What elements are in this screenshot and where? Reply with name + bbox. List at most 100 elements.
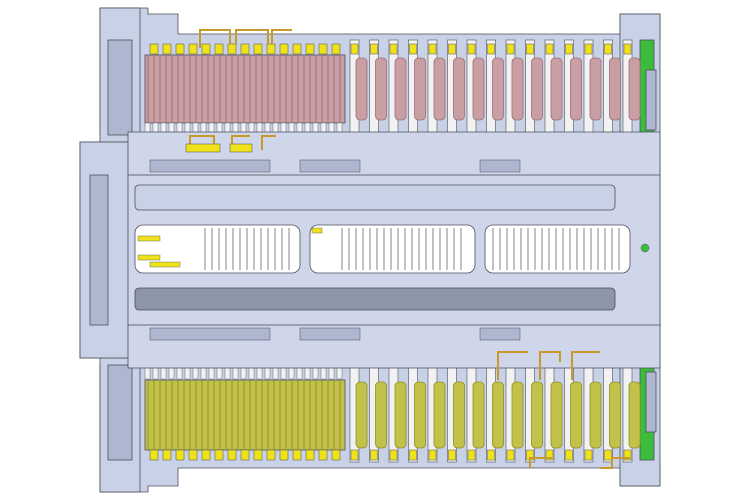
right-bearing-bottom: [645, 371, 657, 433]
spacer-yellow: [487, 449, 495, 461]
coil-segment: [433, 57, 446, 121]
spacer-yellow: [292, 449, 302, 461]
spacer-yellow: [448, 449, 456, 461]
spacer-yellow: [467, 43, 476, 55]
shaft-window: [309, 224, 476, 274]
spacer-yellow: [227, 43, 237, 55]
coil-segment: [472, 57, 485, 121]
coil-segment: [550, 57, 563, 121]
spacer-yellow: [565, 43, 573, 55]
wire-clip: [311, 227, 323, 234]
coil-segment: [375, 57, 387, 121]
spacer-yellow: [428, 43, 437, 55]
lead-wire: [199, 29, 292, 48]
spacer-yellow: [370, 449, 378, 461]
coil-segment: [414, 57, 426, 121]
lower-stator-section: [144, 364, 641, 463]
terminal-block: [185, 143, 221, 153]
spacer-yellow: [305, 43, 315, 55]
spacer-yellow: [467, 449, 476, 461]
spacer-yellow: [331, 43, 341, 55]
spacer-yellow: [389, 449, 398, 461]
spacer-yellow: [506, 43, 515, 55]
lead-wire: [497, 351, 600, 380]
spacer-yellow: [253, 43, 263, 55]
spacer-yellow: [227, 449, 237, 461]
spacer-yellow: [279, 449, 289, 461]
spacer-yellow: [292, 43, 302, 55]
spacer-yellow: [370, 43, 378, 55]
spacer-yellow: [409, 43, 417, 55]
shaft-collar: [149, 159, 271, 173]
spacer-yellow: [162, 449, 172, 461]
spacer-yellow: [565, 449, 573, 461]
spacer-yellow: [526, 43, 534, 55]
spacer-yellow: [623, 43, 632, 55]
spacer-yellow: [584, 449, 593, 461]
spacer-yellow: [305, 449, 315, 461]
shaft-collar: [479, 159, 521, 173]
spacer-yellow: [162, 43, 172, 55]
spacer-yellow: [240, 43, 250, 55]
end-cap-left-recess-bottom: [107, 364, 133, 461]
spacer-yellow: [266, 449, 276, 461]
spacer-yellow: [487, 43, 495, 55]
spacer-yellow: [389, 43, 398, 55]
spacer-yellow: [604, 43, 612, 55]
coil-segment: [433, 381, 446, 449]
coil-segment: [355, 381, 368, 449]
spacer-yellow: [604, 449, 612, 461]
coil-segment: [394, 57, 407, 121]
coil-segment: [414, 381, 426, 449]
spacer-yellow: [279, 43, 289, 55]
shaft-collar: [479, 327, 521, 341]
coil-segment: [589, 57, 602, 121]
spacer-yellow: [623, 449, 632, 461]
coil-segment: [628, 57, 641, 121]
coil-segment: [609, 381, 621, 449]
sensor-dot: [640, 243, 650, 253]
spacer-yellow: [240, 449, 250, 461]
coil-segment: [550, 381, 563, 449]
spacer-yellow: [350, 449, 359, 461]
spacer-yellow: [506, 449, 515, 461]
spacer-yellow: [331, 449, 341, 461]
coil-block-dense: [144, 54, 346, 124]
wire-clip: [137, 235, 161, 242]
spacer-yellow: [266, 43, 276, 55]
spacer-yellow: [350, 43, 359, 55]
wire-clip: [149, 261, 181, 268]
spacer-yellow: [545, 449, 554, 461]
coil-segment: [355, 57, 368, 121]
spacer-yellow: [409, 449, 417, 461]
coil-segment: [511, 381, 524, 449]
spacer-yellow: [253, 449, 263, 461]
spacer-yellow: [545, 43, 554, 55]
end-cap-left-recess-top: [107, 39, 133, 136]
shaft-window: [134, 224, 301, 274]
coil-segment: [453, 381, 465, 449]
coil-segment: [394, 381, 407, 449]
coil-block-dense-lower: [144, 379, 346, 451]
coil-segment: [570, 57, 582, 121]
shaft-groove-bottom: [134, 287, 616, 311]
spacer-yellow: [428, 449, 437, 461]
shaft-groove-top: [134, 184, 616, 211]
coil-segment: [492, 57, 504, 121]
coil-segment: [492, 381, 504, 449]
coil-segment: [531, 381, 543, 449]
rotor-shaft: [79, 131, 661, 369]
coil-segment: [531, 57, 543, 121]
coil-segment: [628, 381, 641, 449]
spacer-yellow: [318, 43, 328, 55]
coil-segment: [570, 381, 582, 449]
spacer-yellow: [175, 449, 185, 461]
spacer-yellow: [149, 449, 159, 461]
wire-clip: [137, 254, 161, 261]
shaft-collar: [299, 327, 361, 341]
detail-parts: [137, 29, 650, 469]
spacer-yellow: [214, 449, 224, 461]
coil-segment: [453, 57, 465, 121]
